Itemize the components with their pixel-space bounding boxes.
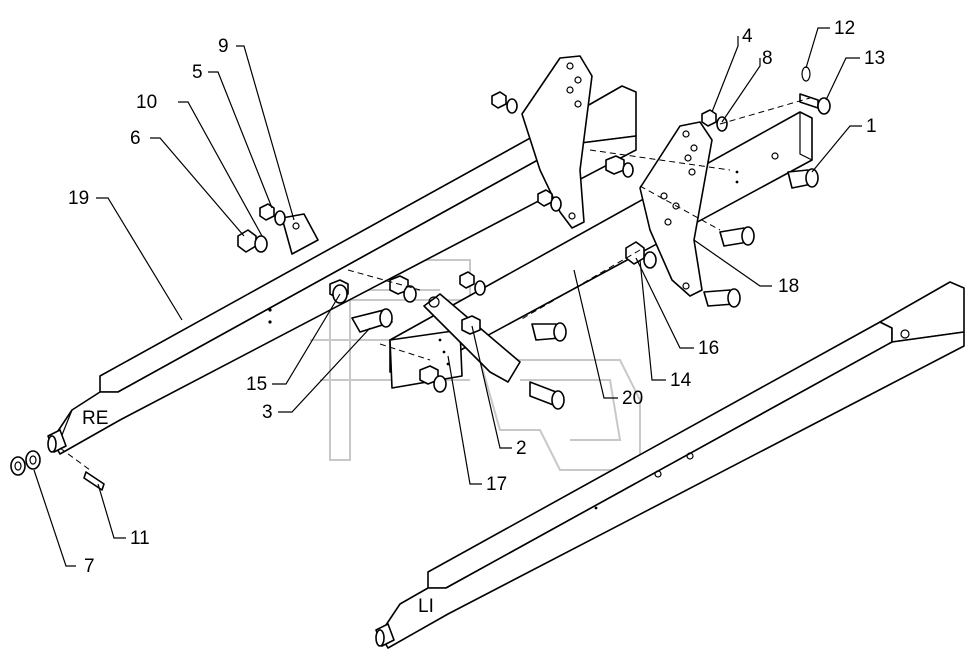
- callout-7: 7: [84, 556, 95, 577]
- side-label-left: LI: [418, 596, 434, 617]
- clip-12: [801, 66, 811, 82]
- callout-2: 2: [516, 438, 527, 459]
- nut-17: [419, 365, 447, 393]
- clamp-block-17: [389, 329, 463, 389]
- nut-mid: [537, 189, 562, 212]
- callout-labels: 9 5 10 6 19 4 8 12 13 1 18 16 14 20 2 17…: [68, 18, 885, 577]
- callout-1: 1: [866, 116, 877, 137]
- callout-10: 10: [136, 92, 157, 113]
- split-pin-11: [83, 471, 105, 491]
- callout-3: 3: [262, 402, 273, 423]
- nut-pair-center: [389, 271, 486, 303]
- bolt-middle: [531, 322, 567, 342]
- lug-plate: [281, 213, 319, 255]
- callout-16: 16: [698, 338, 719, 359]
- bolt-13: [799, 93, 831, 115]
- callout-18: 18: [778, 276, 799, 297]
- bolt-upper-right: [719, 226, 755, 247]
- side-label-right: RE: [82, 408, 108, 429]
- callout-17: 17: [486, 474, 507, 495]
- bolt-lower-middle: [529, 381, 565, 410]
- nut-upper: [491, 91, 518, 114]
- callout-6: 6: [130, 128, 141, 149]
- callout-5: 5: [192, 62, 203, 83]
- nut-4: [701, 109, 728, 132]
- mounting-plate-18: [639, 121, 713, 297]
- bolt-lower-right: [703, 288, 741, 308]
- callout-9: 9: [218, 36, 229, 57]
- link-plate-2: [423, 293, 521, 383]
- callout-12: 12: [834, 18, 855, 39]
- callout-19: 19: [68, 188, 89, 209]
- callout-14: 14: [670, 370, 692, 391]
- nut-5: [259, 203, 286, 226]
- drawbar-left: [375, 281, 965, 649]
- drawbar-segment-20: [389, 111, 813, 373]
- nut-mid-upper: [605, 155, 634, 178]
- callout-11: 11: [130, 528, 150, 549]
- pin-3: [351, 308, 393, 333]
- assembly-axes: [59, 97, 811, 471]
- leader-lines: [33, 27, 862, 567]
- washer-7: [10, 450, 41, 476]
- bolt-1: [787, 168, 819, 189]
- callout-15: 15: [246, 374, 267, 395]
- nut-6: [237, 229, 268, 253]
- callout-20: 20: [622, 388, 643, 409]
- mounting-plate-upper: [521, 55, 593, 229]
- callout-8: 8: [762, 48, 773, 69]
- nut-2: [461, 315, 481, 335]
- callout-4: 4: [742, 26, 753, 47]
- callout-13: 13: [864, 48, 885, 69]
